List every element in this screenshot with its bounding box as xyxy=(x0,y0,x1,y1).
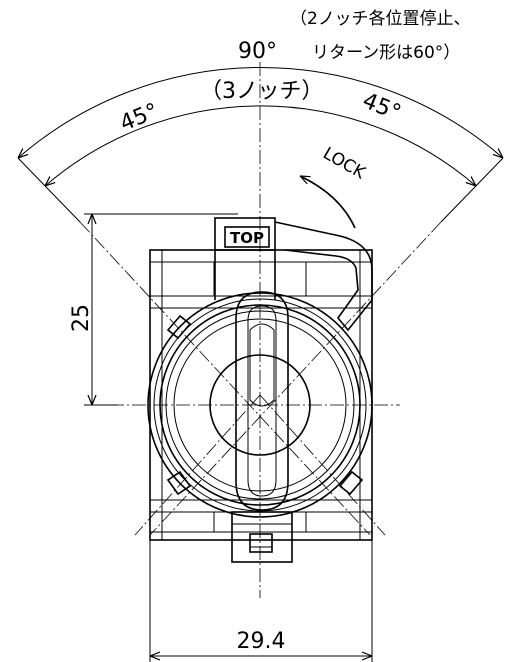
selector-handle xyxy=(235,291,289,511)
note-line-2: リターン形は60°） xyxy=(312,43,460,63)
top-label: TOP xyxy=(230,229,264,247)
angle-total-label: 90° xyxy=(238,39,277,64)
lock-label: LOCK xyxy=(319,143,369,183)
height-dimension xyxy=(84,213,238,406)
width-dimension xyxy=(149,540,373,662)
top-marker-lever xyxy=(214,217,373,332)
angle-notches-label: （3ノッチ） xyxy=(200,79,324,104)
outer-angle-arc xyxy=(18,67,503,158)
note-line-1: （2ノッチ各位置停止、 xyxy=(290,9,470,29)
rotary-bezel xyxy=(147,292,373,518)
angle-left-label: 45° xyxy=(117,99,163,137)
height-dimension-label: 25 xyxy=(69,304,94,332)
diagonal-centerlines xyxy=(79,221,442,536)
bottom-terminal xyxy=(231,511,293,563)
angle-dimension xyxy=(17,67,504,223)
angle-extension-right xyxy=(440,157,504,223)
inner-angle-arc xyxy=(45,105,476,186)
width-dimension-label: 29.4 xyxy=(237,629,286,654)
lock-direction-arrow xyxy=(300,175,356,229)
top-label-box xyxy=(224,226,270,248)
angle-extension-left xyxy=(17,157,81,223)
